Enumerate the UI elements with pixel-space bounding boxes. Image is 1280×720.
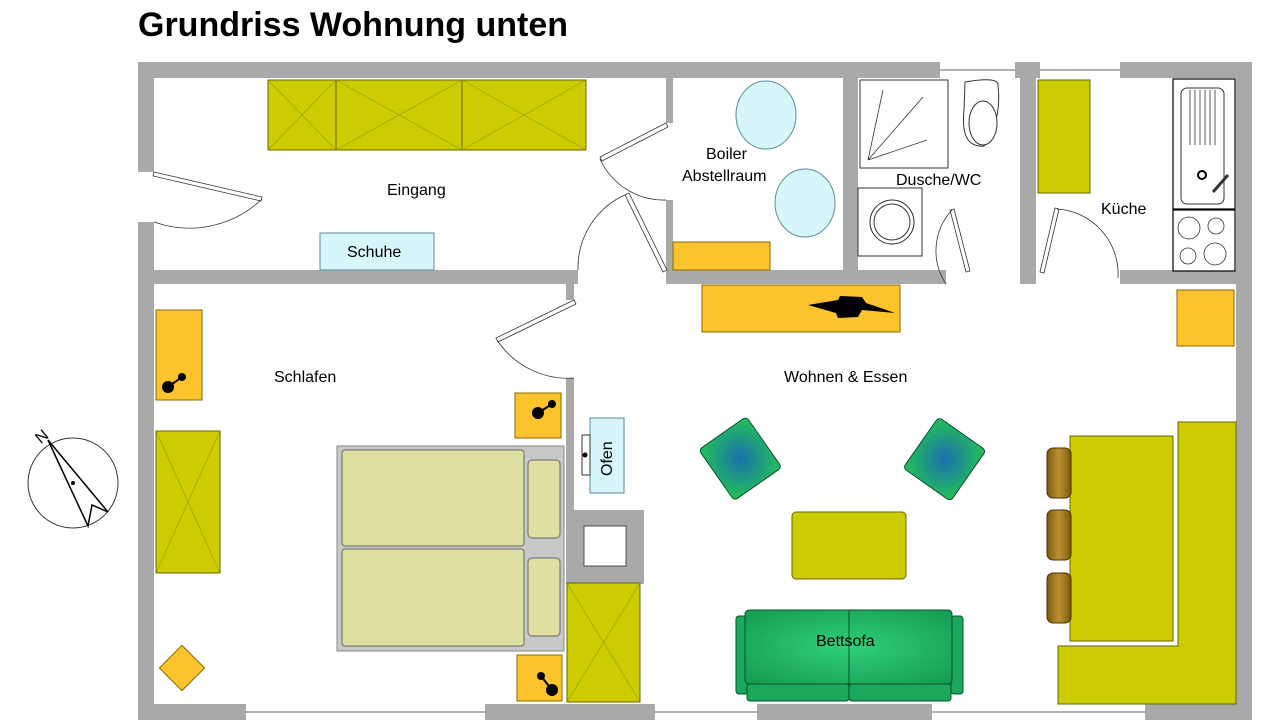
chimney (583, 525, 627, 567)
bathroom-door (949, 208, 971, 273)
room-label-dusche-wc: Dusche/WC (896, 172, 981, 189)
shoe-rack (319, 232, 435, 271)
lamp-icon (537, 672, 558, 696)
room-label-eingang: Eingang (387, 182, 446, 199)
bedroom-door (495, 299, 577, 343)
storage-shelf (672, 241, 771, 271)
boiler-tank-1 (735, 80, 797, 150)
lamp-icon (162, 373, 186, 393)
lamp-icon (808, 296, 895, 318)
room-label-schlafen: Schlafen (274, 369, 336, 386)
sofa-label: Bettsofa (816, 633, 875, 650)
shoe-rack-label: Schuhe (347, 244, 401, 261)
oven-label: Ofen (599, 441, 616, 476)
lamp-icon (532, 400, 556, 419)
corner-plant (158, 644, 206, 692)
wardrobe-eingang (267, 79, 587, 151)
sink (857, 187, 923, 257)
room-label-kueche: Küche (1101, 201, 1146, 218)
walls (138, 62, 1252, 720)
toilet (962, 79, 1000, 147)
kitchen-side-table (1176, 289, 1235, 347)
armchair-left (699, 417, 781, 500)
page-title: Grundriss Wohnung unten (138, 6, 568, 44)
storage-door (599, 122, 669, 162)
armchair-right (904, 418, 986, 501)
kitchen-door (1039, 207, 1060, 274)
compass-icon: N (27, 427, 119, 529)
fridge-cabinet (1037, 79, 1091, 194)
dining-table (1069, 435, 1174, 642)
room-label-boiler: Boiler (706, 146, 748, 163)
bed (336, 445, 565, 652)
corner-bench (1057, 421, 1237, 705)
stove (1172, 209, 1236, 272)
doors (152, 122, 1119, 379)
room-label-wohnen-essen: Wohnen & Essen (784, 369, 907, 386)
sofa-bed (735, 609, 964, 702)
kitchen-sink (1172, 78, 1236, 210)
shower (859, 79, 949, 169)
coffee-table (791, 511, 907, 580)
oven (589, 417, 625, 494)
boiler-tank-2 (774, 168, 836, 238)
entrance-door (152, 171, 263, 202)
dining-chairs (1046, 447, 1072, 624)
room-label-abstellraum: Abstellraum (682, 168, 766, 185)
